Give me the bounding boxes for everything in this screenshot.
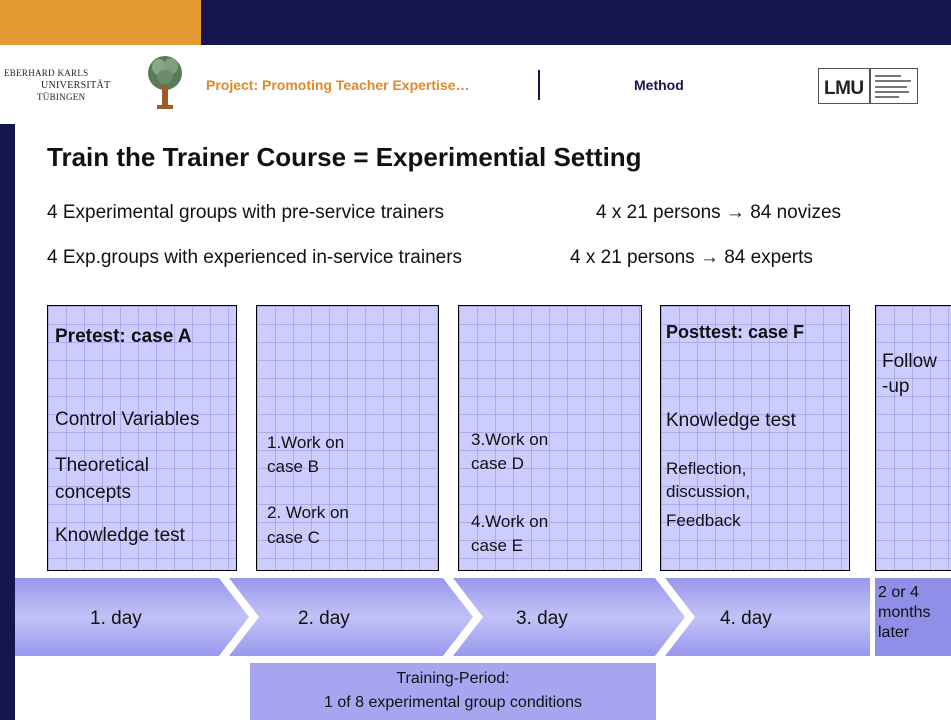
panel-item: 2. Work on [267, 503, 349, 522]
expert-count-text: 4 x 21 persons → 84 experts [570, 247, 813, 268]
expert-groups-text: 4 Exp.groups with experienced in-service… [47, 247, 463, 268]
phase-panel-follow-up: Follow -up [875, 305, 951, 571]
training-period-title: Training-Period: [396, 670, 510, 687]
phase-panel-day2: 1.Work on case B 2. Work on case C [256, 305, 439, 571]
day1-chevron [15, 578, 249, 656]
panel-item: case B [267, 457, 319, 476]
panel-item: discussion, [666, 482, 751, 501]
panel-item: Theoretical [55, 455, 149, 476]
phase-panel-posttest: Posttest: case F Knowledge test Reflecti… [660, 305, 850, 571]
day-label-1: 1. day [90, 608, 142, 629]
day-label-2: 2. day [298, 608, 350, 629]
slide-title: Train the Trainer Course = Experimential… [47, 142, 642, 172]
training-period-conditions: 1 of 8 experimental group conditions [324, 694, 582, 711]
panel-heading: Posttest: case F [666, 322, 805, 342]
timeline-arrows [15, 578, 870, 656]
panel-item: 4.Work on [471, 512, 549, 531]
day4-chevron [665, 578, 870, 656]
panel-item: Knowledge test [55, 525, 185, 546]
panel-item: Feedback [666, 511, 741, 530]
panel-item: case D [471, 454, 524, 473]
follow-up-timing-text: 2 or 4 months later [878, 583, 930, 643]
day3-chevron [453, 578, 685, 656]
panel-item: case C [267, 528, 320, 547]
day2-chevron [229, 578, 473, 656]
section-label: Method [634, 77, 684, 93]
top-orange-band [0, 0, 201, 45]
panel-item: Reflection, [666, 459, 747, 478]
slide-header [0, 45, 951, 124]
panel-item: 3.Work on [471, 430, 549, 449]
panel-item: Knowledge test [666, 410, 796, 431]
panel-item: concepts [55, 482, 132, 503]
university-name-line1: EBERHARD KARLS [4, 68, 89, 78]
header-divider [538, 70, 540, 100]
top-navy-band [201, 0, 951, 45]
follow-up-timing-box [875, 578, 951, 656]
panel-item: Follow [882, 351, 937, 372]
lmu-logo-text: LMU [824, 78, 864, 99]
training-period-box [250, 663, 656, 720]
panel-item: Control Variables [55, 409, 200, 430]
university-name-line3: TÜBINGEN [37, 92, 86, 102]
timing-line: months [878, 604, 931, 621]
day-label-3: 3. day [516, 608, 568, 629]
timing-line: later [878, 624, 910, 641]
phase-panel-day3: 3.Work on case D 4.Work on case E [458, 305, 642, 571]
panel-heading: Pretest: case A [55, 326, 192, 347]
university-name-line2: UNIVERSITÄT [41, 80, 111, 91]
novice-groups-text: 4 Experimental groups with pre-service t… [47, 202, 445, 223]
day-label-4: 4. day [720, 608, 772, 629]
novice-count-text: 4 x 21 persons → 84 novizes [596, 202, 842, 223]
panel-item: -up [882, 376, 910, 397]
left-stripe [0, 124, 15, 720]
panel-item: 1.Work on [267, 433, 345, 452]
lmu-wordmark-icon [870, 68, 918, 104]
timing-line: 2 or 4 [878, 584, 919, 601]
project-title: Project: Promoting Teacher Expertise… [206, 77, 470, 93]
panel-item: case E [471, 536, 523, 555]
palm-tree-logo-icon [148, 56, 182, 109]
phase-panel-pretest: Pretest: case A Control Variables Theore… [47, 305, 237, 571]
lmu-logo [818, 68, 870, 104]
